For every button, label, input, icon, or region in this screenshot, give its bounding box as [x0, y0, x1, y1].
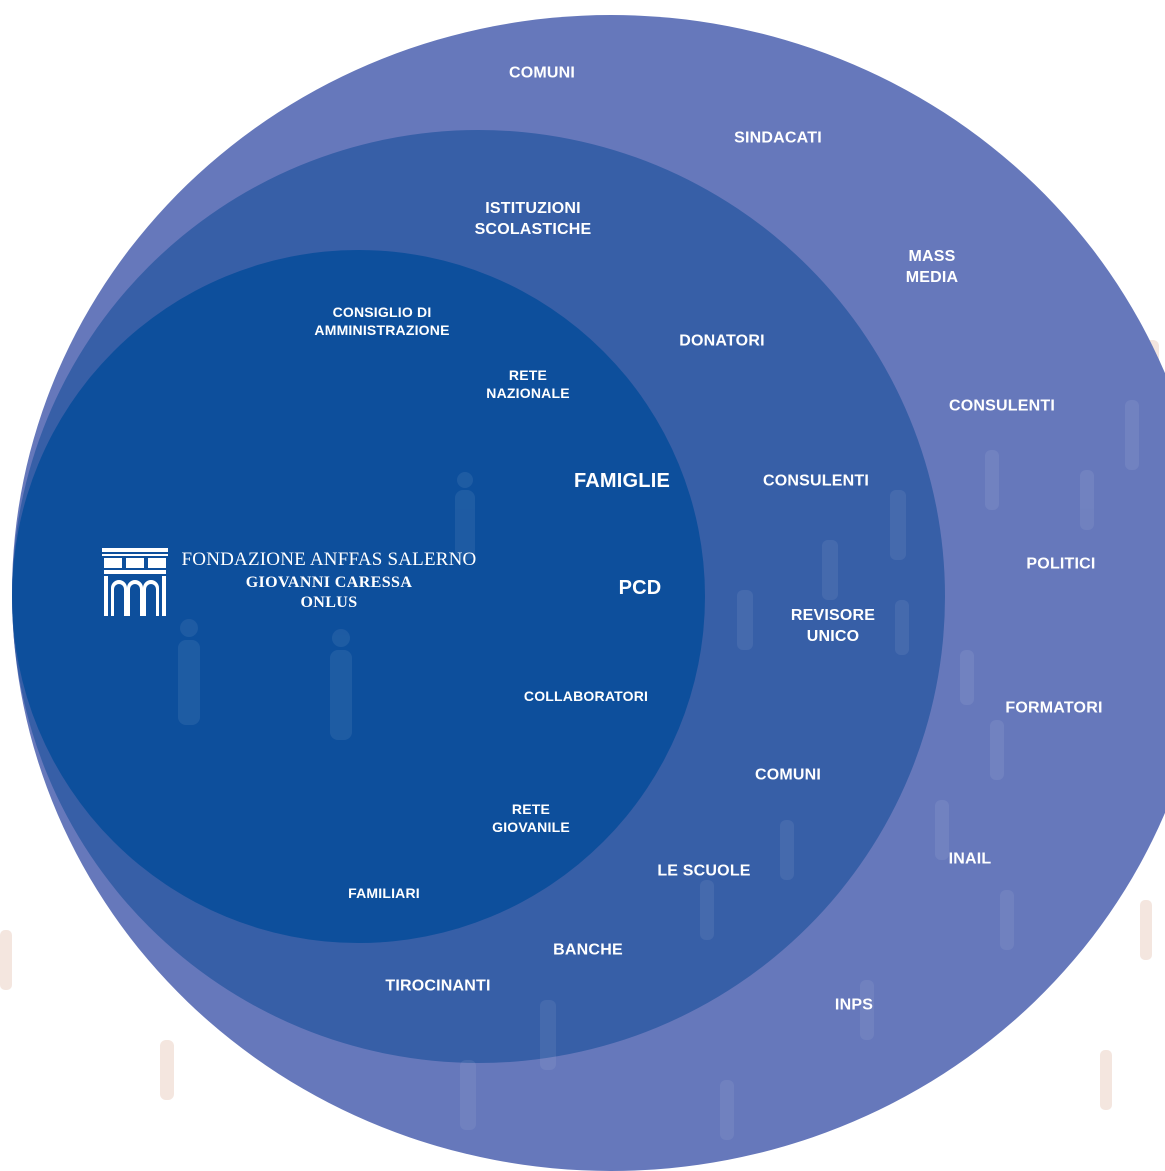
label-collaboratori: COLLABORATORI: [523, 687, 649, 704]
label-familiari: FAMILIARI: [348, 884, 420, 901]
arches-logo-icon: [102, 548, 168, 616]
label-rete-giovanile: RETE GIOVANILE: [492, 800, 570, 836]
label-revisore-unico: REVISORE UNICO: [791, 606, 875, 648]
label-line: NAZIONALE: [486, 385, 570, 401]
logo-text: FONDAZIONE ANFFAS SALERNO GIOVANNI CARES…: [174, 548, 484, 612]
logo-line-3: ONLUS: [300, 594, 358, 611]
label-line: MASS: [908, 248, 956, 266]
label-line: SCOLASTICHE: [474, 221, 592, 238]
label-le-scuole: LE SCUOLE: [657, 862, 751, 880]
logo-line-2: GIOVANNI CARESSA: [245, 574, 413, 591]
label-line: AMMINISTRAZIONE: [314, 322, 450, 338]
label-line: UNICO: [806, 628, 860, 645]
label-famiglie: FAMIGLIE: [573, 470, 671, 492]
label-donatori: DONATORI: [679, 332, 765, 350]
label-istituzioni-scolastiche: ISTITUZIONI SCOLASTICHE: [475, 199, 592, 241]
label-sindacati: SINDACATI: [734, 129, 822, 147]
label-consulenti-outer: CONSULENTI: [949, 397, 1055, 415]
fondazione-logo: FONDAZIONE ANFFAS SALERNO GIOVANNI CARES…: [102, 548, 492, 618]
label-rete-nazionale: RETE NAZIONALE: [486, 366, 569, 402]
label-line: RETE: [511, 800, 551, 817]
label-line: MEDIA: [905, 269, 959, 286]
label-line: GIOVANILE: [492, 819, 570, 835]
label-banche: BANCHE: [553, 941, 623, 959]
label-mass-media: MASS MEDIA: [906, 247, 959, 289]
label-line: ISTITUZIONI: [485, 200, 581, 218]
label-line: RETE: [508, 366, 548, 383]
label-comuni-outer: COMUNI: [508, 64, 576, 82]
logo-line-1: FONDAZIONE ANFFAS SALERNO: [181, 549, 477, 570]
label-consiglio-di-amministrazione: CONSIGLIO DI AMMINISTRAZIONE: [314, 303, 449, 339]
label-pcd: PCD: [618, 577, 662, 599]
label-formatori: FORMATORI: [1005, 699, 1103, 717]
label-inps: INPS: [834, 996, 874, 1014]
label-line: CONSIGLIO DI: [332, 303, 432, 320]
label-inail: INAIL: [948, 850, 992, 868]
label-line: REVISORE: [790, 607, 876, 625]
label-consulenti-middle: CONSULENTI: [763, 472, 869, 490]
label-politici: POLITICI: [1026, 555, 1096, 573]
label-tirocinanti: TIROCINANTI: [385, 977, 491, 995]
label-comuni-middle: COMUNI: [754, 766, 822, 784]
